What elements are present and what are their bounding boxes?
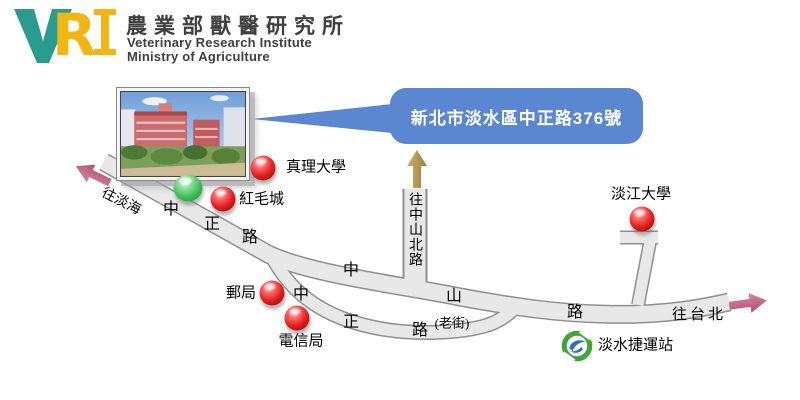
address-text: 新北市淡水區中正路376號	[410, 108, 623, 128]
label-fort-san-domingo: 紅毛城	[239, 191, 285, 208]
mrt-logo-icon	[560, 329, 594, 363]
org-subtitle-en1: Veterinary Research Institute	[127, 35, 312, 50]
marker-post-office	[259, 280, 285, 306]
road-old-street-char1: 中	[292, 286, 310, 303]
marker-aletheia-university	[250, 155, 276, 181]
label-tamsui-mrt-station: 淡水捷運站	[598, 337, 674, 354]
road-zhongshan-char2: 山	[445, 288, 463, 305]
road-zhongzheng-west-char3: 路	[241, 229, 259, 246]
callout-tail	[252, 104, 392, 133]
marker-telecom-office	[284, 305, 310, 331]
road-zhongshan-char1: 中	[342, 262, 360, 279]
arrow-to-tanhai-icon	[75, 164, 112, 187]
label-post-office: 郵局	[225, 285, 257, 302]
label-aletheia-university: 真理大學	[286, 159, 347, 176]
marker-tamkang-university	[629, 206, 655, 232]
arrow-to-zhongshan-north-icon	[407, 150, 427, 188]
org-title-zh: 農業部獸醫研究所	[126, 15, 350, 38]
arrow-to-taipei-icon	[728, 292, 767, 313]
label-telecom-office: 電信局	[278, 333, 324, 350]
address-callout: 新北市淡水區中正路376號	[390, 88, 643, 144]
marker-fort-san-domingo	[210, 186, 236, 212]
road-old-street-char2: 正	[342, 314, 360, 331]
road-old-street-char3: 路	[411, 322, 429, 339]
road-zhongzheng-west-char1: 中	[162, 201, 180, 218]
direction-to-taipei: 往台北	[672, 307, 727, 323]
org-subtitle-en2: Ministry of Agriculture	[127, 49, 270, 64]
road-zhongshan-char3: 路	[566, 304, 584, 321]
label-tamkang-university: 淡江大學	[610, 186, 672, 203]
road-to-zhongshan-north: 往中山北路	[407, 192, 422, 267]
road-zhongzheng-west-char2: 正	[203, 216, 221, 233]
svg-text:R: R	[52, 7, 97, 65]
institute-location-marker	[173, 174, 203, 202]
vri-logo-icon: R	[14, 7, 116, 65]
institute-photo	[116, 87, 250, 181]
road-old-street-suffix: (老街)	[434, 315, 470, 331]
institute-photo-image	[120, 91, 246, 177]
